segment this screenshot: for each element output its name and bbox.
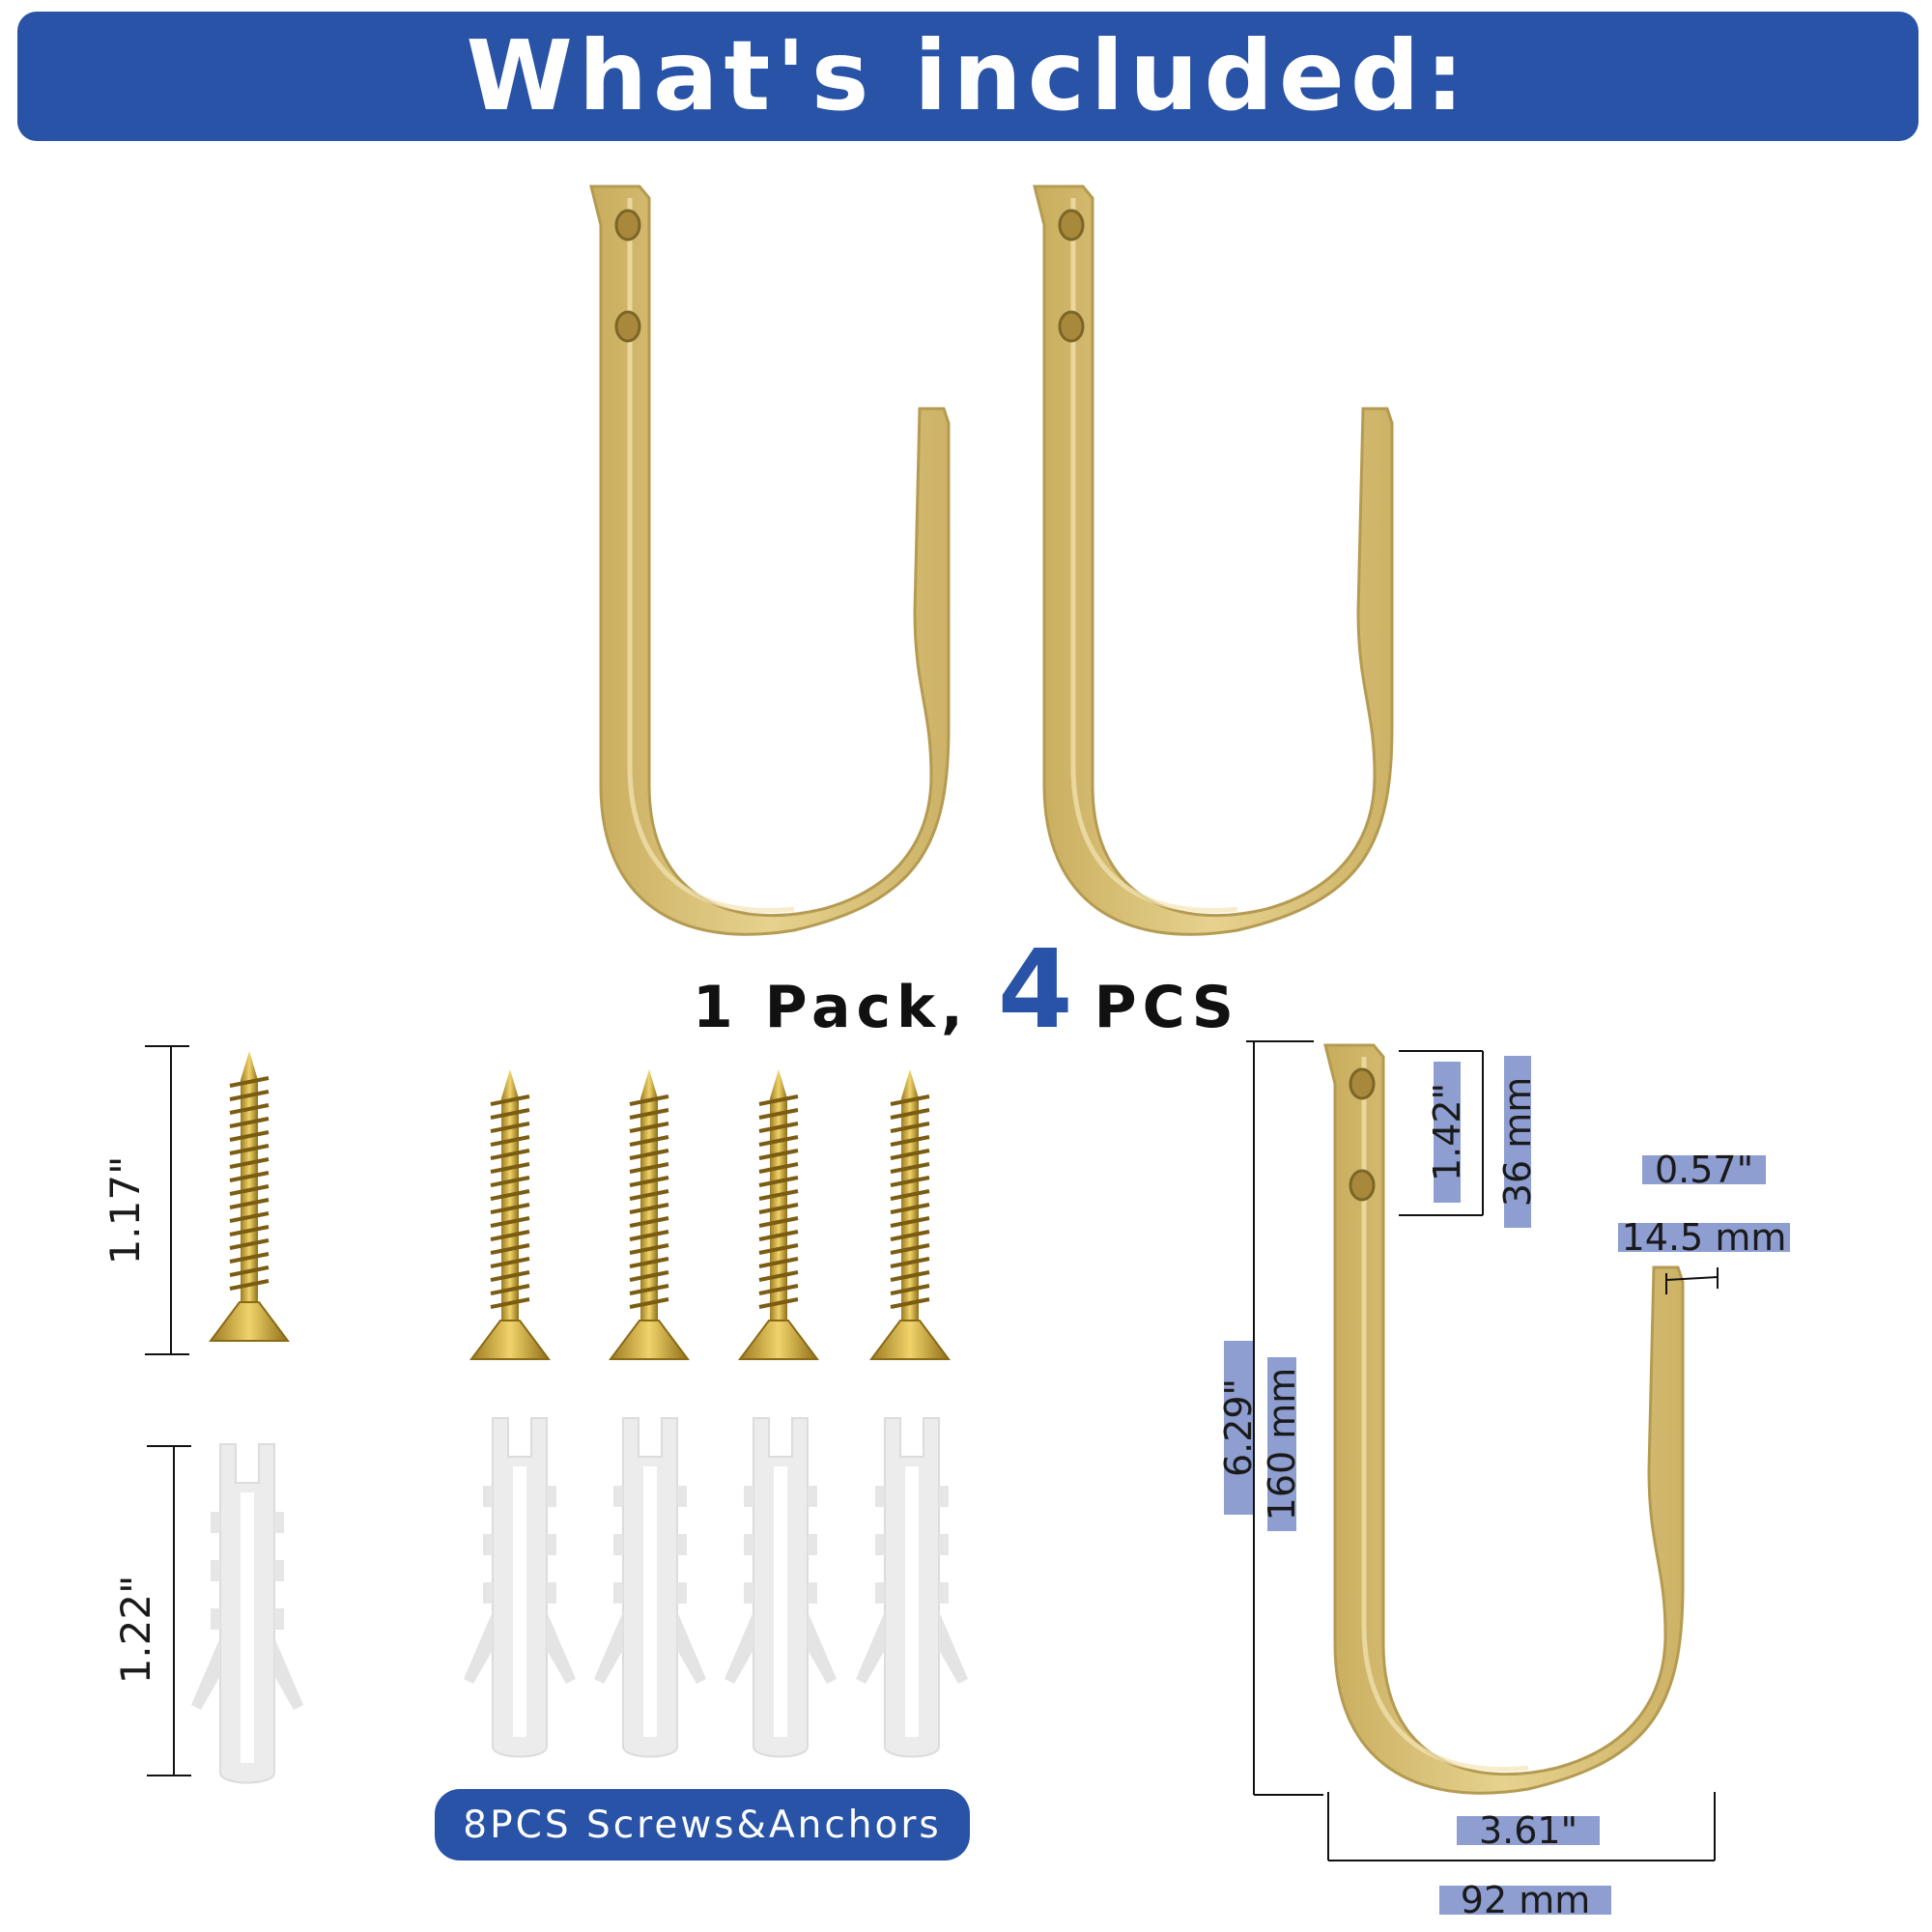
header-banner: What's included: <box>17 12 1918 141</box>
pack-prefix: 1 Pack, <box>692 974 969 1041</box>
j-hook-icon <box>1035 186 1392 934</box>
strap-width-mm-label: 14.5 mm <box>1618 1219 1790 1256</box>
wall-anchor-icon <box>463 1417 577 1758</box>
pack-count: 4 <box>997 927 1073 1053</box>
screw-icon <box>738 1067 819 1361</box>
wall-anchor-icon <box>593 1417 707 1758</box>
pack-suffix: PCS <box>1094 974 1240 1041</box>
screw-icon <box>209 1049 290 1343</box>
screw-length-label: 1.17" <box>101 1155 149 1265</box>
screws-anchors-label: 8PCS Screws&Anchors <box>463 1803 942 1847</box>
hook-width-mm-label: 92 mm <box>1439 1882 1611 1918</box>
wall-anchor-icon <box>190 1443 304 1784</box>
j-hook-icon <box>591 186 949 934</box>
dimension-lines <box>145 1040 1719 1861</box>
hole-span-mm-label: 36 mm <box>1496 1056 1539 1228</box>
screw-icon <box>869 1067 951 1361</box>
strap-width-in-label: 0.57" <box>1642 1151 1766 1188</box>
hook-height-in-label: 6.29" <box>1217 1341 1260 1515</box>
wall-anchor-icon <box>855 1417 969 1758</box>
anchor-length-label: 1.22" <box>112 1575 159 1685</box>
screw-icon <box>469 1067 551 1361</box>
wall-anchor-icon <box>724 1417 838 1758</box>
pack-quantity: 1 Pack, 4 PCS <box>0 927 1932 1053</box>
hook-width-in-label: 3.61" <box>1457 1812 1600 1849</box>
page-title: What's included: <box>466 19 1470 132</box>
screw-icon <box>609 1067 690 1361</box>
hole-span-in-label: 1.42" <box>1426 1062 1468 1203</box>
screws-anchors-badge: 8PCS Screws&Anchors <box>435 1789 970 1861</box>
hook-height-mm-label: 160 mm <box>1261 1357 1303 1531</box>
